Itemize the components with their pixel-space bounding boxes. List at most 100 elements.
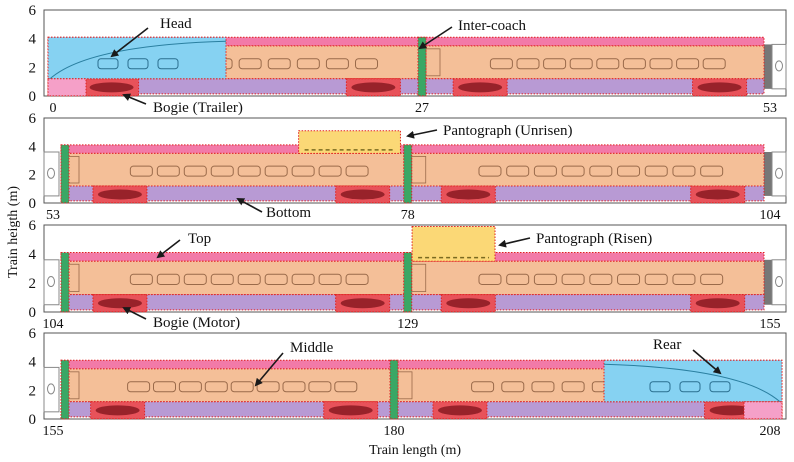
window-icon xyxy=(230,381,254,393)
window-icon xyxy=(702,58,726,70)
y-tick-label: 6 xyxy=(29,326,37,342)
region-bottom xyxy=(60,294,765,311)
y-tick-label: 0 xyxy=(29,412,37,428)
bogie-wheelset-icon xyxy=(340,189,385,200)
x-tick-label: 27 xyxy=(415,101,429,116)
bogie-wheelset-icon xyxy=(97,189,142,200)
coupler-right-window xyxy=(775,167,783,179)
y-tick-label: 0 xyxy=(29,89,37,105)
window-icon xyxy=(345,273,369,285)
y-tick-label: 2 xyxy=(29,168,37,184)
region-top xyxy=(60,144,765,154)
region-nose-skirt xyxy=(47,78,87,97)
bogie-wheelset-icon xyxy=(340,298,385,309)
window-icon xyxy=(204,381,228,393)
window-icon xyxy=(282,381,306,393)
annotation-pantograph-unrisen: Pantograph (Unrisen) xyxy=(443,123,573,139)
window-icon xyxy=(501,381,525,393)
window-icon xyxy=(672,165,696,177)
region-inter-coach xyxy=(403,144,413,204)
window-icon xyxy=(291,273,315,285)
window-icon xyxy=(589,165,613,177)
cab-window-icon xyxy=(97,58,119,70)
window-icon xyxy=(649,58,673,70)
region-head xyxy=(47,36,227,80)
region-inter-coach xyxy=(403,252,413,313)
window-icon xyxy=(183,165,207,177)
window-icon xyxy=(471,381,495,393)
arrow-inter-coach xyxy=(418,26,453,50)
y-tick-label: 0 xyxy=(29,196,37,212)
window-icon xyxy=(676,58,700,70)
cab-window-icon xyxy=(709,381,731,393)
bogie-wheelset-icon xyxy=(446,189,491,200)
window-icon xyxy=(296,58,320,70)
annotation-pantograph-risen: Pantograph (Risen) xyxy=(536,231,652,247)
arrow-rear xyxy=(692,349,722,375)
window-icon xyxy=(533,273,557,285)
window-icon xyxy=(355,58,379,70)
window-icon xyxy=(589,273,613,285)
window-icon xyxy=(156,273,180,285)
annotation-bottom: Bottom xyxy=(266,205,311,221)
x-tick-label: 129 xyxy=(397,317,418,332)
window-icon xyxy=(569,58,593,70)
arrow-pantograph-unrisen xyxy=(406,129,438,139)
arrow-pantograph-risen xyxy=(498,237,531,248)
x-tick-label: 180 xyxy=(384,424,405,439)
arrow-bogie-motor xyxy=(122,307,147,320)
annotation-middle: Middle xyxy=(290,340,334,356)
bogie-wheelset-icon xyxy=(328,405,373,416)
annotation-inter-coach: Inter-coach xyxy=(458,18,526,34)
window-icon xyxy=(156,165,180,177)
arrow-top xyxy=(156,239,181,259)
cab-window-icon xyxy=(679,381,701,393)
bogie-wheelset-icon xyxy=(446,298,491,309)
region-middle xyxy=(60,152,765,187)
cab-window-icon xyxy=(127,58,149,70)
window-icon xyxy=(127,381,151,393)
window-icon xyxy=(531,381,555,393)
region-pantograph-risen xyxy=(411,225,496,262)
end-gangway-right xyxy=(764,259,772,305)
window-icon xyxy=(561,165,585,177)
window-icon xyxy=(506,165,530,177)
coupler-left xyxy=(43,259,60,306)
coupler-right xyxy=(771,43,787,90)
region-nose-skirt xyxy=(743,401,783,420)
window-icon xyxy=(516,58,540,70)
window-icon xyxy=(622,58,646,70)
window-icon xyxy=(318,273,342,285)
window-icon xyxy=(238,58,262,70)
bogie-wheelset-icon xyxy=(697,82,742,93)
window-icon xyxy=(237,165,261,177)
window-icon xyxy=(264,273,288,285)
window-icon xyxy=(210,165,234,177)
region-bottom xyxy=(60,185,765,202)
y-axis-title: Train heigth (m) xyxy=(6,186,21,278)
coupler-right-window xyxy=(775,276,783,288)
x-tick-label: 53 xyxy=(46,208,60,223)
bogie-wheelset-icon xyxy=(709,405,754,416)
annotation-bogie-trailer: Bogie (Trailer) xyxy=(153,100,243,116)
window-icon xyxy=(318,165,342,177)
region-bottom xyxy=(47,78,765,95)
window-icon xyxy=(210,273,234,285)
nose-profile-icon xyxy=(603,363,781,403)
bogie-wheelset-icon xyxy=(97,298,142,309)
region-inter-coach xyxy=(60,252,70,313)
window-icon xyxy=(256,381,280,393)
region-inter-coach xyxy=(60,359,70,420)
end-gangway-right xyxy=(764,152,772,196)
window-icon xyxy=(672,273,696,285)
window-icon xyxy=(129,165,153,177)
y-tick-label: 2 xyxy=(29,276,37,292)
window-icon xyxy=(596,58,620,70)
bogie-wheelset-icon xyxy=(458,82,503,93)
window-icon xyxy=(617,273,641,285)
coupler-left-window xyxy=(47,383,55,395)
